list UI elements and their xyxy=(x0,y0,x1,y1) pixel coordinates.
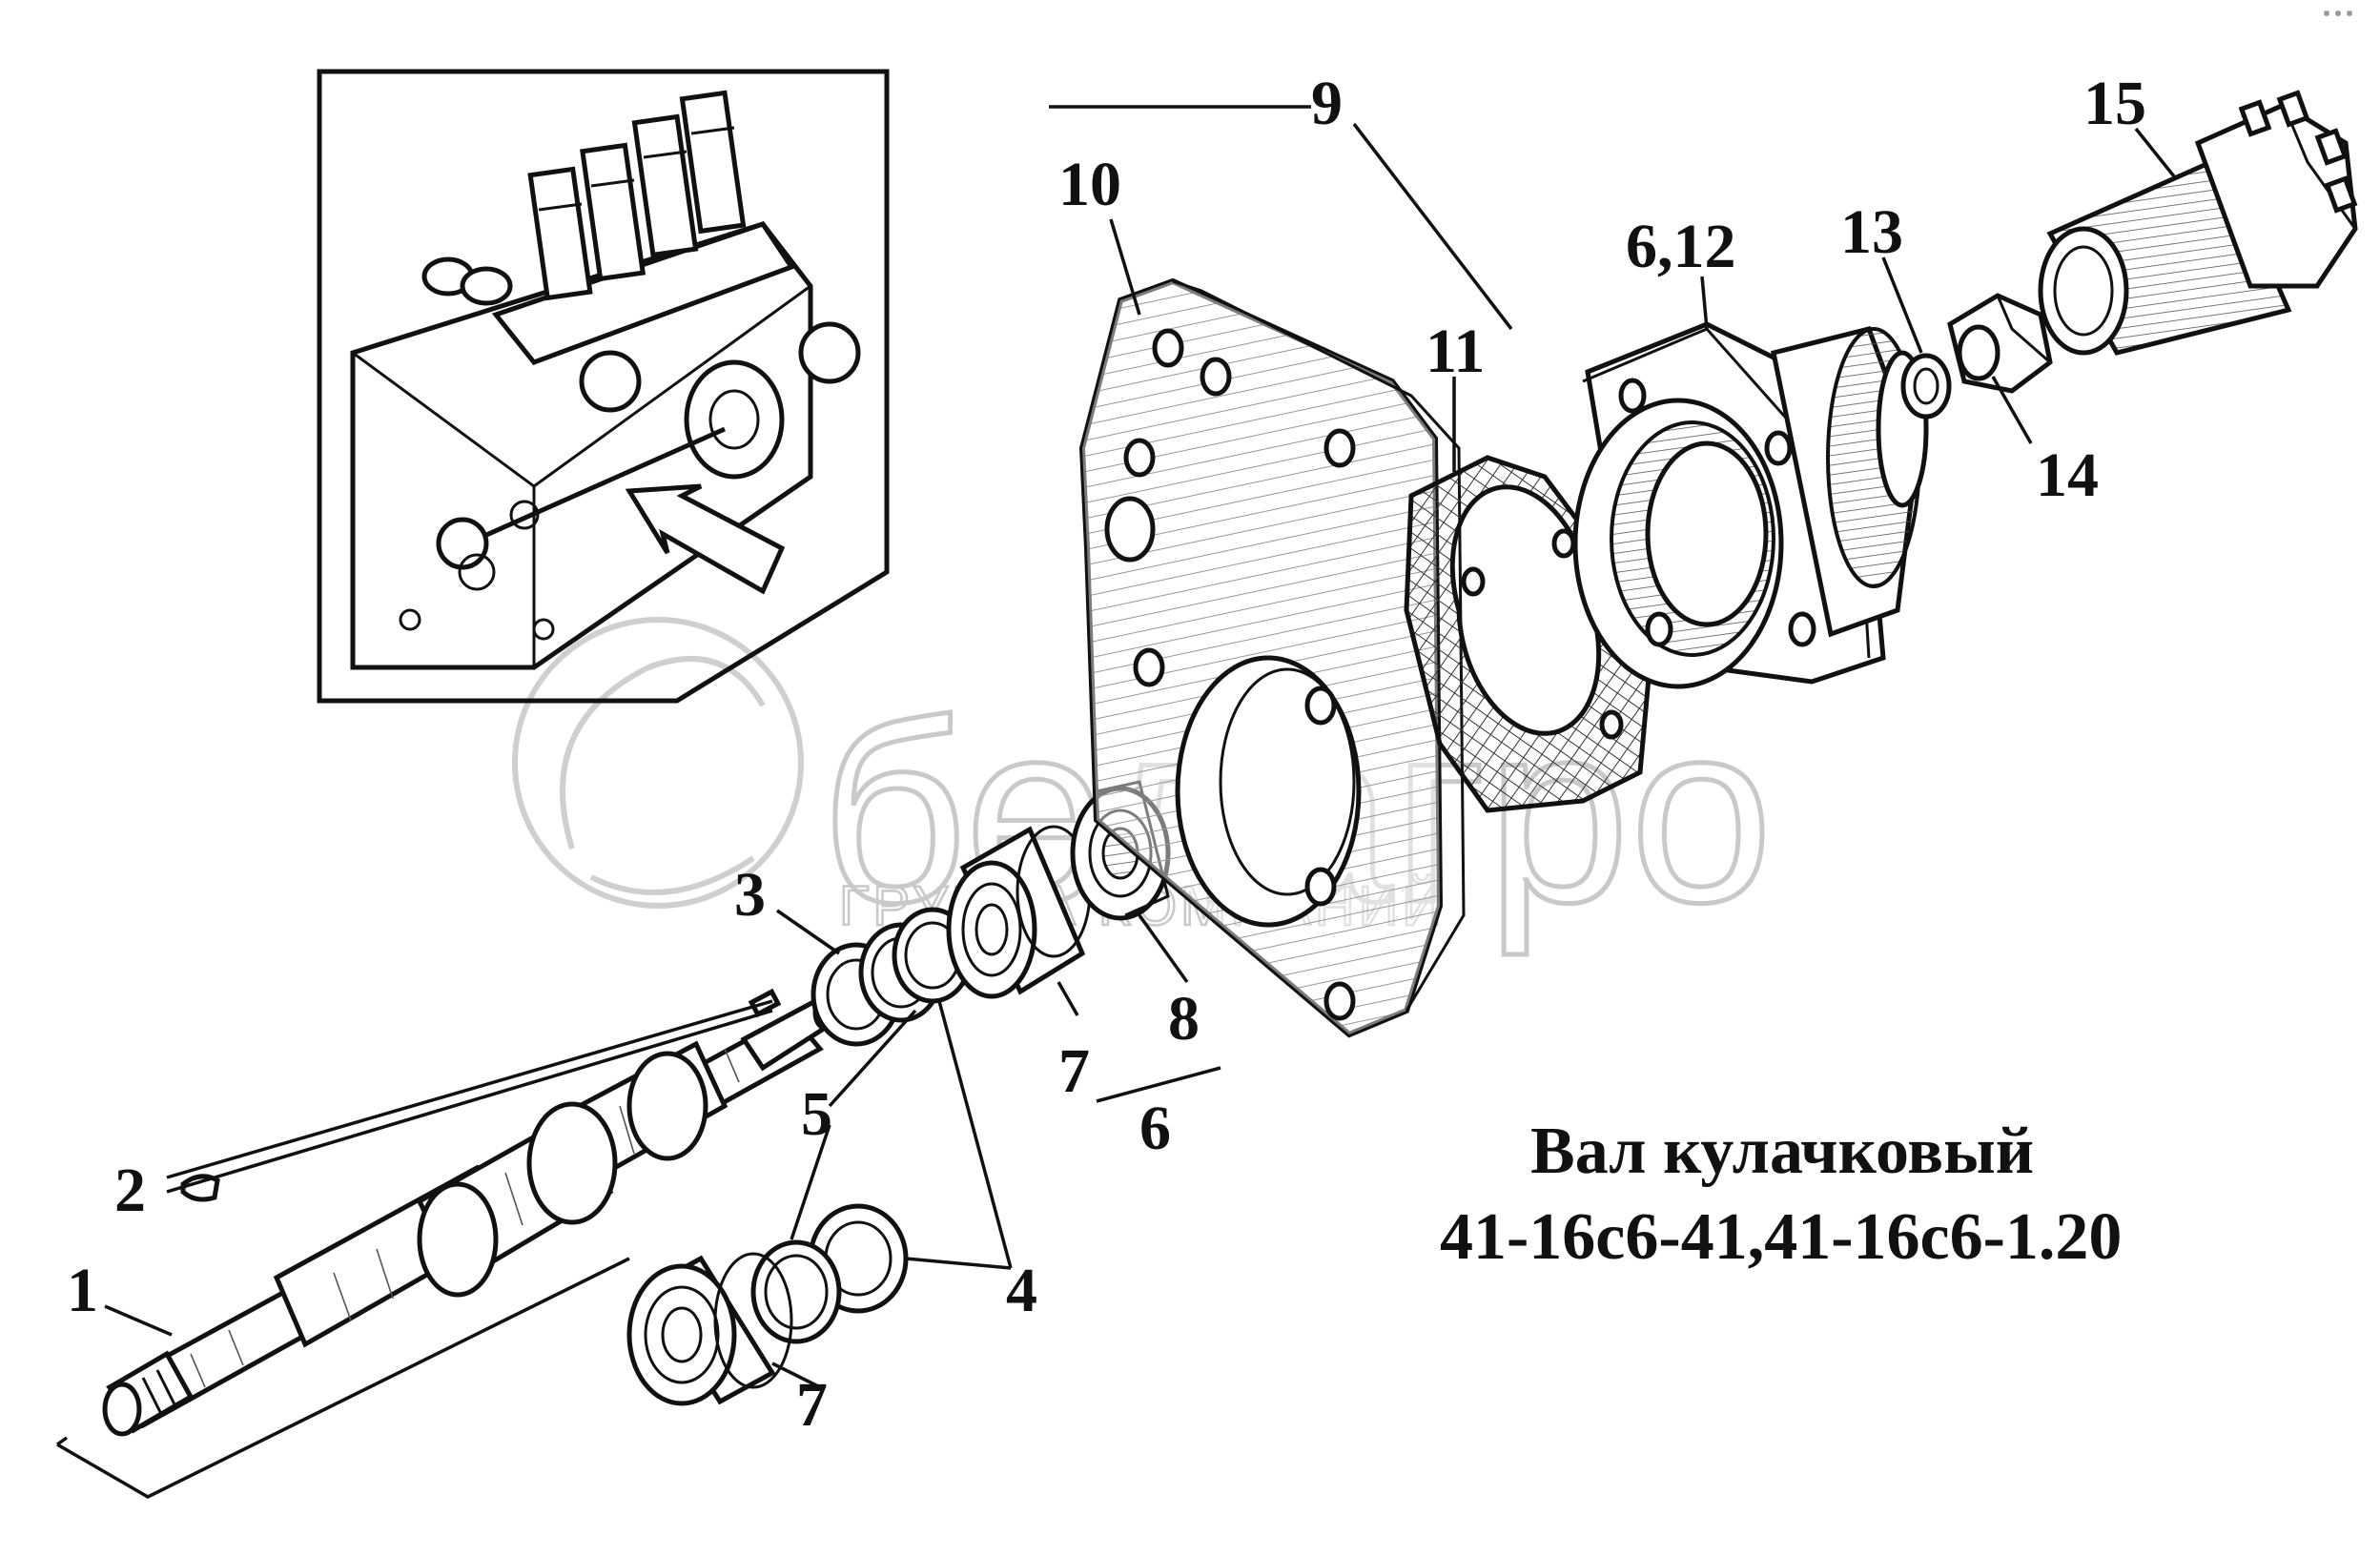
watermark-logo-icon xyxy=(512,617,804,909)
callout-10: 10 xyxy=(1058,150,1121,219)
part-2-key xyxy=(180,1174,220,1202)
callout-1: 1 xyxy=(67,1256,98,1325)
callout-6: 6 xyxy=(1139,1094,1171,1163)
title-line-1: Вал кулачковый xyxy=(1530,1115,2034,1188)
part-10-plate xyxy=(1078,277,1466,1038)
callout-4: 4 xyxy=(1006,1256,1037,1325)
inset-pump-view xyxy=(317,69,890,704)
callout-11: 11 xyxy=(1426,317,1485,386)
diagram-title: Вал кулачковый 41-16с6-41,41-16с6-1.20 xyxy=(1440,1115,2122,1274)
title-line-2: 41-16с6-41,41-16с6-1.20 xyxy=(1440,1200,2122,1274)
part-7-bearing-upper xyxy=(946,825,1092,999)
leader-lines xyxy=(55,105,2176,1499)
pump-injector-heads xyxy=(527,90,747,301)
callout-2: 2 xyxy=(114,1156,146,1225)
callout-8: 8 xyxy=(1168,984,1200,1054)
plate-bolt-holes xyxy=(1104,328,1356,1021)
callout-9: 9 xyxy=(1311,69,1343,138)
inset-arrow-icon xyxy=(625,483,786,595)
part-7-bearing-lower xyxy=(626,1252,793,1406)
part-13-washer xyxy=(1900,353,1952,420)
callout-13: 13 xyxy=(1840,197,1903,267)
callout-5: 5 xyxy=(801,1079,832,1149)
part-6-12-flange xyxy=(1572,321,1929,689)
part-15-sleeve xyxy=(2038,90,2358,356)
part-1-camshaft xyxy=(102,988,837,1437)
callout-7-upper: 7 xyxy=(1058,1036,1090,1106)
part-14-nut xyxy=(1947,293,2053,394)
camshaft-hatching xyxy=(190,1048,740,1388)
callout-3: 3 xyxy=(734,860,766,930)
callout-labels: 1 2 3 5 4 7 7 6 8 9 10 11 6,12 13 14 15 xyxy=(67,69,2146,1440)
callout-14: 14 xyxy=(2036,440,2099,510)
sleeve-spline-teeth xyxy=(2238,90,2358,214)
corner-mark-icon xyxy=(2324,10,2352,16)
callout-7-lower: 7 xyxy=(796,1370,828,1440)
fuel-pump-illustration xyxy=(350,90,861,670)
callout-6-12: 6,12 xyxy=(1626,212,1736,281)
callout-15: 15 xyxy=(2083,69,2146,138)
